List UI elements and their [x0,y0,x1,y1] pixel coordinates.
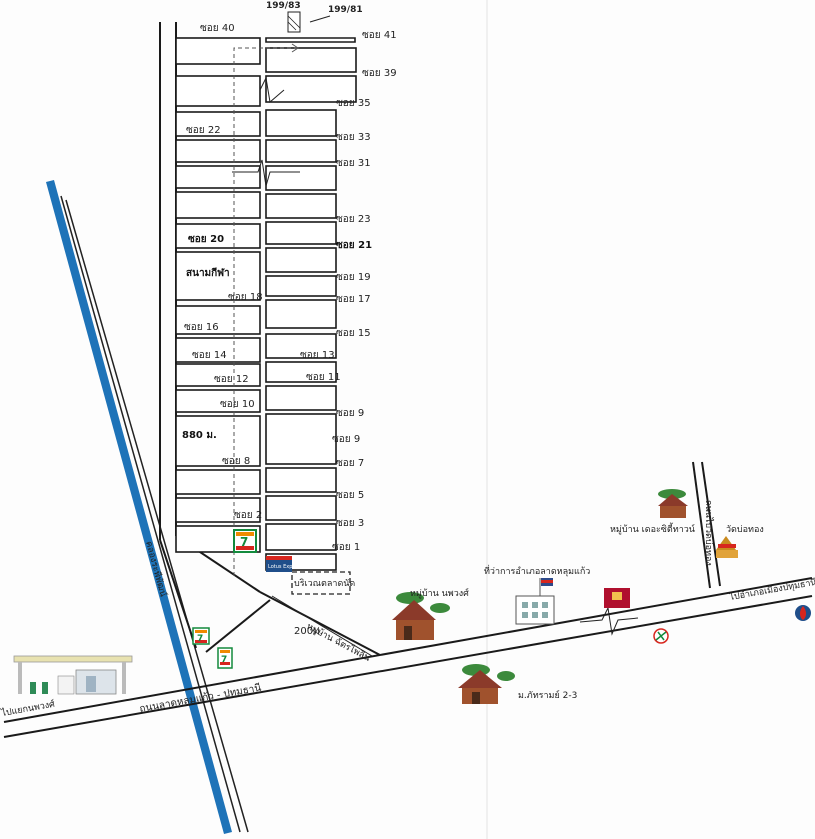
lane-label-7: ซอย 7 [336,458,364,469]
lane-label-9a: ซอย 9 [336,408,364,419]
village-phattharamai-label: ม.ภัทรามย์ 2-3 [518,689,577,701]
lane-label-10: ซอย 10 [220,399,255,410]
lane-label-17: ซอย 17 [336,294,371,305]
cross-lane [205,599,271,653]
house-icon [392,592,450,640]
lane-to-main-inner [271,595,373,657]
lane-label-18: ซอย 18 [228,292,263,303]
village-city-label: หมู่บ้าน เดอะซิตี้ทาวน์ [610,522,695,535]
canal-road-outer [65,199,249,833]
temple-icon [716,536,738,558]
lane-label-16: ซอย 16 [184,322,219,333]
canal [46,180,232,834]
ptt-station-icon [795,605,811,621]
bank-icon [604,588,630,608]
break-mark-icon [579,606,639,636]
lane-label-9b: ซอย 9 [332,434,360,445]
distance-880-label: 880 ม. [182,430,217,441]
house-icon [658,489,688,518]
gas-station-icon [13,655,133,695]
svg-text:7: 7 [221,655,227,665]
lane-label-11: ซอย 11 [306,372,341,383]
main-road-bottom [3,595,813,738]
lane-label-3: ซอย 3 [336,518,364,529]
lane-label-13: ซอย 13 [300,350,335,361]
lane-label-2: ซอย 2 [234,510,262,521]
lane-label-14: ซอย 14 [192,350,227,361]
svg-text:7: 7 [197,634,203,644]
lane-label-20: ซอย 20 [188,234,224,245]
district-office-label: ที่ว่าการอำเภอลาดหลุมแก้ว [484,564,590,577]
lane-label-19: ซอย 19 [336,272,371,283]
government-building-icon [515,578,555,625]
svg-text:7: 7 [240,535,248,549]
break-mark-icon [232,159,300,187]
temple-road-label: ถนนไปวัดบ่อทอง [703,500,714,566]
lane-label-12: ซอย 12 [214,374,249,385]
main-lane-left-lower [159,539,197,649]
market-area-box [291,571,351,595]
lane-label-41: ซอย 41 [362,30,397,41]
lane-label-40: ซอย 40 [200,23,235,34]
village-nopphawong-label: หมู่บ้าน นพวงศ์ [410,587,469,599]
lane-label-15: ซอย 15 [336,328,371,339]
kasikorn-bank-icon [653,628,669,644]
lane-label-21: ซอย 21 [336,240,372,251]
svg-text:Lotus Express: Lotus Express [268,564,303,570]
market-area-label: บริเวณตลาดนัด [294,578,355,589]
lane-label-35: ซอย 35 [336,98,371,109]
temple-road-left [692,461,711,589]
lane-label-31: ซอย 31 [336,158,371,169]
lane-label-22: ซอย 22 [186,125,221,136]
seven-eleven-icon: 7 [233,529,257,553]
lane-label-39: ซอย 39 [362,68,397,79]
seven-eleven-icon: 7 [217,647,233,669]
temple-label: วัดบ่อทอง [726,525,764,535]
route-arrow-icon [291,43,299,53]
break-mark-icon [259,76,285,103]
address-199-81: 199/81 [328,5,363,15]
lane-to-main [259,591,381,656]
lane-label-1: ซอย 1 [332,542,360,553]
to-left-label: ไปแยกนพวงศ์ [0,698,56,719]
lane-label-23: ซอย 23 [336,214,371,225]
sports-field-label: สนามกีฬา [186,267,230,279]
route-path [233,47,298,576]
distance-200-label: 200ม. [294,626,323,637]
lane-label-8: ซอย 8 [222,456,250,467]
temple-road-right [701,461,721,587]
canal-bank-right [60,195,241,833]
left-blocks [175,37,261,553]
address-199-83: 199/83 [266,1,301,11]
seven-eleven-icon: 7 [192,627,210,645]
lane-label-33: ซอย 33 [336,132,371,143]
lotus-express-icon: Lotus Express [266,556,303,572]
lane-label-5: ซอย 5 [336,490,364,501]
house-icon [458,664,515,704]
main-road-top [3,577,813,723]
